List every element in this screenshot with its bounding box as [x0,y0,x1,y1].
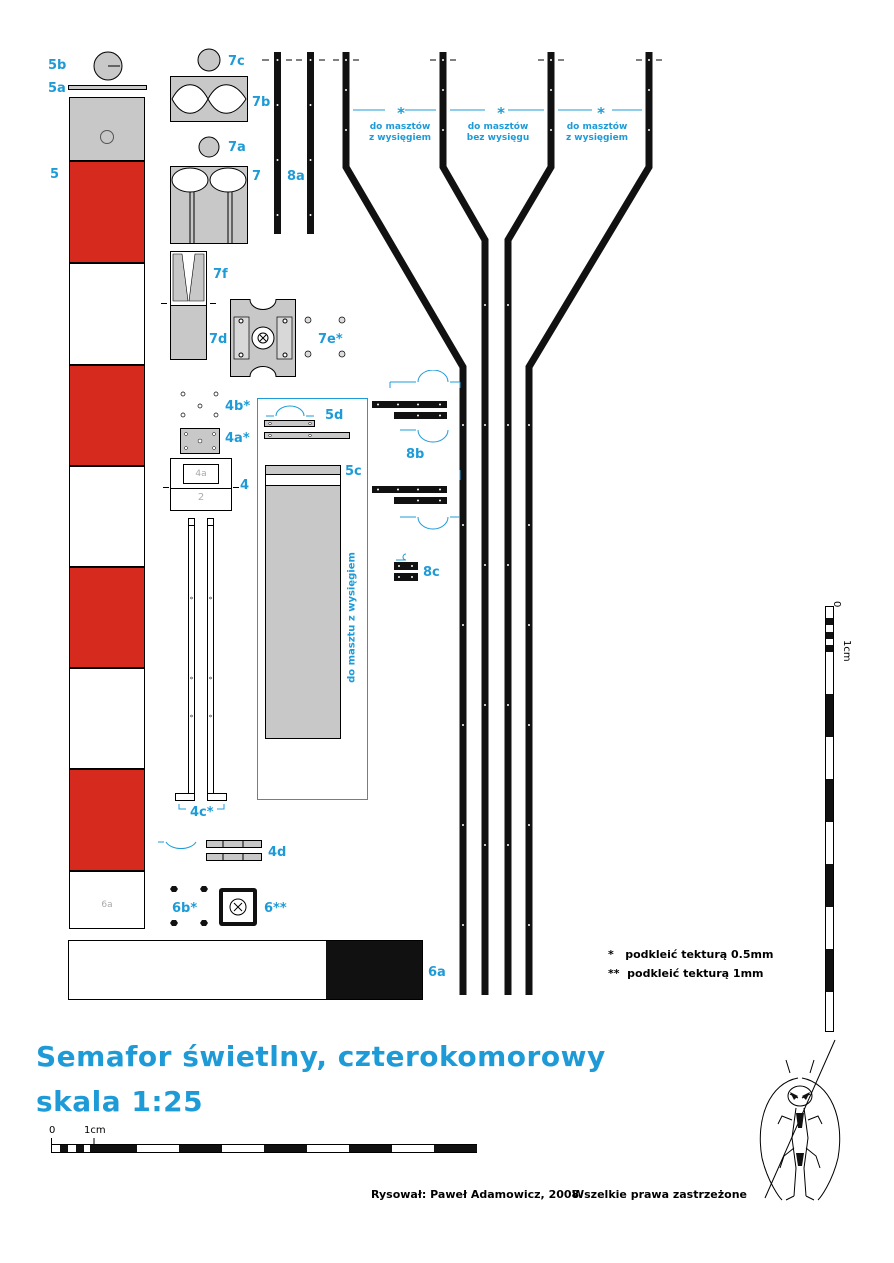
fold-mark [161,303,167,304]
mast-white-segment [69,466,145,567]
fold-mark [163,487,169,488]
label-7f: 7f [213,267,228,282]
label-5d: 5d [325,408,344,423]
note-mast-with-arm-2: do masztów z wysięgiem [565,122,629,144]
credit-rights: Wszelkie prawa zastrzeżone [572,1188,747,1201]
part-4b-bolts [180,391,219,418]
part-2-inner [171,488,231,490]
mast-red-segment [69,365,145,466]
part-8b-clamps [372,370,461,530]
part-2-label: 2 [197,492,205,503]
part-7a-disc [198,136,220,158]
label-7b: 7b [252,95,271,110]
part-7b-visor-strip [170,76,248,122]
label-4a-star: 4a* [225,431,250,446]
part-6-base-flange [219,888,257,926]
note-mast-with-arm-1: do masztów z wysięgiem [368,122,432,144]
part-4c-legs [175,518,227,810]
part-6a-black-block [326,941,422,999]
vertical-scale-bar [825,606,834,1032]
part-7f-hood [170,251,207,360]
star-mark: * [497,104,505,122]
mast-base-segment: 6a [69,871,145,929]
label-7c: 7c [228,54,245,69]
part-7-housing [170,166,248,244]
label-7d: 7d [209,332,228,347]
vertical-scale-zero: 0 [831,601,842,608]
part-4a-plate [180,428,220,454]
part-7c-disc [197,48,221,72]
mast-white-segment [69,263,145,365]
label-4d: 4d [268,845,287,860]
fold-mark [233,487,239,488]
label-5: 5 [50,167,60,182]
part-4d-strip [158,840,262,861]
mast-hole [100,130,114,144]
part-8c-clip [394,553,418,581]
part-8a-strips [262,52,325,234]
label-8a: 8a [287,169,305,184]
star-mark: * [397,104,405,122]
page-title: Semafor świetlny, czterokomorowy [36,1040,606,1073]
footnote-05mm: * podkleić tekturą 0.5mm [608,948,774,961]
label-8c: 8c [423,565,440,580]
label-4c: 4c* [190,805,214,820]
author-mascot-logo [759,1039,841,1201]
mast-red-segment [69,567,145,668]
part-5c-stripe [266,474,340,486]
fold-mark [210,303,216,304]
part-5c-frame [257,398,368,800]
star-mark: * [597,104,605,122]
part-5a-plate [68,85,147,90]
label-5b: 5b [48,58,67,73]
note-mast-without-arm: do masztów bez wysięgu [466,122,530,144]
label-5a: 5a [48,81,66,96]
label-7a: 7a [228,140,246,155]
part-7d-backplate [230,299,296,377]
horizontal-scale-zero: 0 [49,1125,56,1136]
label-6b: 6b* [172,901,198,916]
horizontal-scale-1cm: 1cm [84,1125,106,1136]
label-6a: 6a [428,965,446,980]
mast-top-gray-segment [69,97,145,161]
part-5d-clamp [264,405,350,439]
label-4b: 4b* [225,399,251,414]
part-5b-disc [93,51,123,81]
label-7e: 7e* [318,332,343,347]
label-7: 7 [252,169,262,184]
part-4a-inner: 4a [183,464,219,484]
horizontal-scale-bar [51,1138,477,1153]
label-6: 6** [264,901,287,916]
part-6b-nuts [170,886,208,926]
vertical-scale-1cm: 1cm [841,640,852,662]
label-8b: 8b [406,447,425,462]
ladder-strips [333,52,662,995]
mast-red-segment [69,769,145,871]
part-6a-base [68,940,423,1000]
mast-red-segment [69,161,145,263]
label-5c: 5c [345,464,362,479]
footnote-1mm: ** podkleić tekturą 1mm [608,967,764,980]
part-5c-panel [265,465,341,739]
part-6a-inner-label: 6a [101,900,113,910]
mast-white-segment [69,668,145,769]
page-subtitle-scale: skala 1:25 [36,1085,204,1118]
label-4: 4 [240,478,250,493]
part-7e-bolts [304,316,346,358]
credit-author: Rysował: Paweł Adamowicz, 2008 [371,1188,580,1201]
part-4-box: 4a 2 [170,458,232,511]
